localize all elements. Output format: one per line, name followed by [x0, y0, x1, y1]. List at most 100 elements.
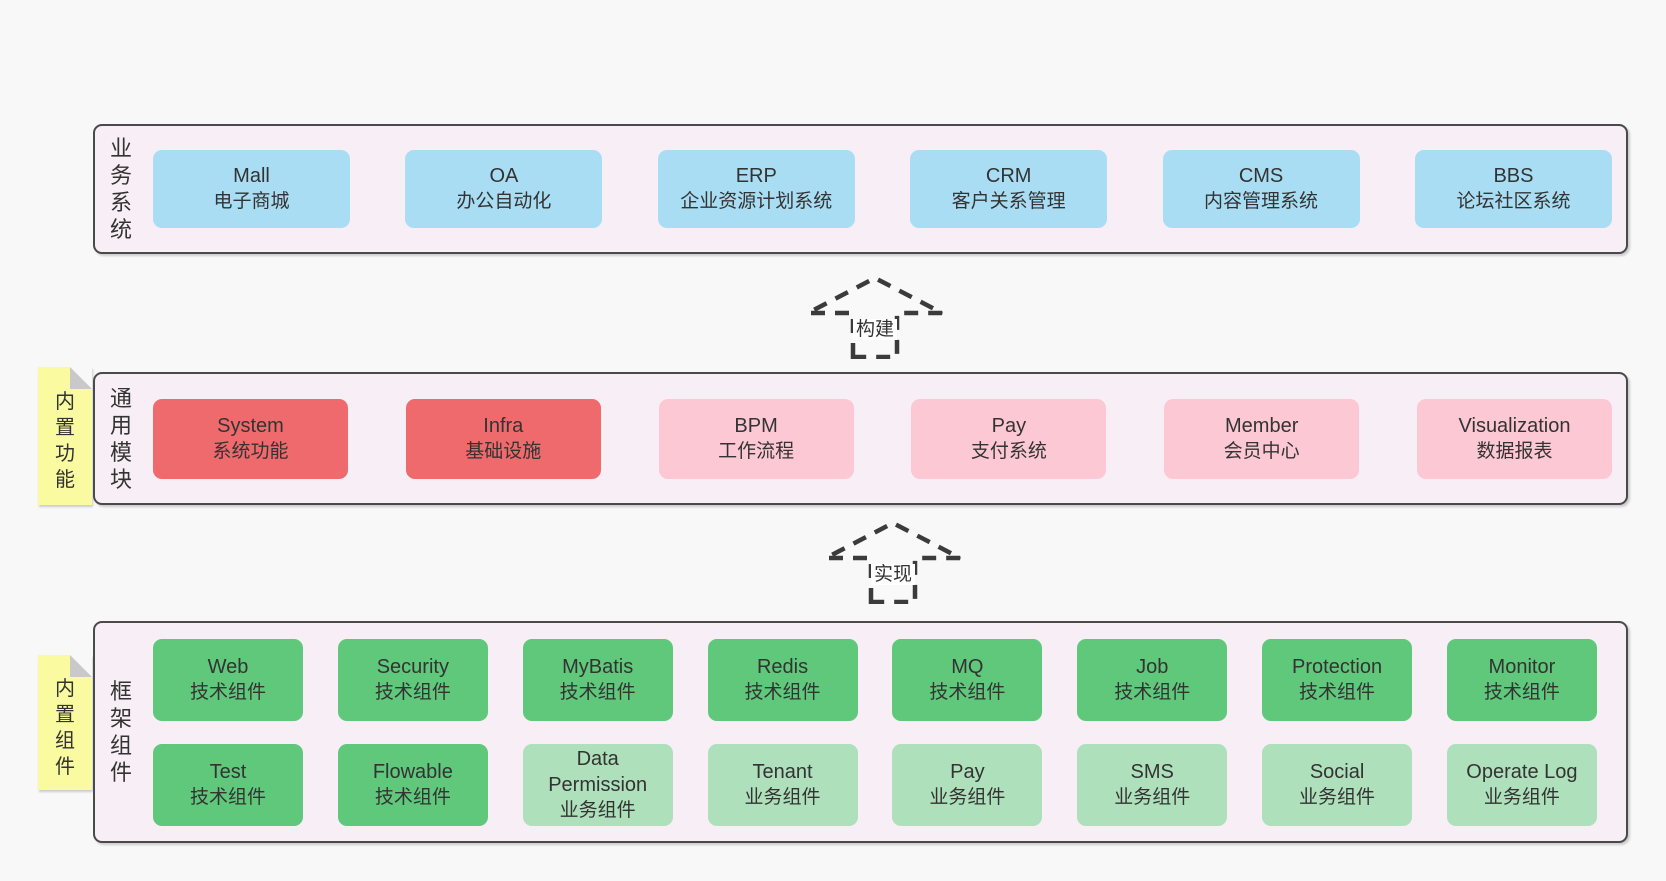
- node-subtitle: 业务组件: [1299, 786, 1376, 808]
- note-text: 内置组件: [55, 677, 75, 778]
- node-title: Operate Log: [1466, 760, 1578, 783]
- node-flowable: Flowable 技术组件: [337, 743, 488, 826]
- node-pay-module: Pay 支付系统: [911, 398, 1107, 479]
- node-security: Security 技术组件: [337, 638, 488, 721]
- node-title: Infra: [483, 414, 524, 437]
- node-monitor: Monitor 技术组件: [1446, 638, 1597, 721]
- node-subtitle: 工作流程: [718, 440, 795, 462]
- node-title: Mall: [233, 165, 270, 187]
- node-title: Tenant: [752, 760, 813, 783]
- node-subtitle: 技术组件: [1299, 681, 1376, 703]
- framework-row-2: Test 技术组件 Flowable 技术组件 Data Permission …: [153, 743, 1597, 826]
- framework-nodes: Web 技术组件 Security 技术组件 MyBatis 技术组件 Redi…: [153, 638, 1597, 826]
- node-subtitle: 技术组件: [559, 681, 636, 703]
- node-title: Redis: [756, 655, 809, 678]
- node-pay-component: Pay 业务组件: [892, 743, 1043, 826]
- panel-common-modules: 通用模块 System 系统功能 Infra 基础设施 BPM 工作流程 Pay…: [93, 372, 1628, 505]
- node-subtitle: 业务组件: [1483, 786, 1560, 808]
- node-bpm: BPM 工作流程: [658, 398, 854, 479]
- node-title: Pay: [991, 414, 1027, 437]
- node-title: Web: [207, 655, 249, 678]
- up-arrow-icon: [806, 275, 944, 359]
- node-subtitle: 企业资源计划系统: [680, 191, 833, 212]
- node-protection: Protection 技术组件: [1262, 638, 1413, 721]
- node-visualization: Visualization 数据报表: [1416, 398, 1612, 479]
- node-oa: OA 办公自动化: [405, 150, 603, 228]
- node-sms: SMS 业务组件: [1077, 743, 1228, 826]
- node-subtitle: 技术组件: [189, 786, 266, 808]
- node-subtitle: 业务组件: [1114, 786, 1191, 808]
- up-arrow-icon: [824, 520, 962, 604]
- panel-label-framework: 框架组件: [109, 679, 132, 785]
- node-title: SMS: [1130, 760, 1174, 783]
- node-title: MQ: [951, 655, 984, 678]
- folded-corner-icon: [70, 655, 92, 677]
- node-title: CMS: [1238, 165, 1284, 187]
- panel-business-systems: 业务系统 Mall 电子商城 OA 办公自动化 ERP 企业资源计划系统 CRM…: [93, 124, 1628, 254]
- arrow-build: 构建: [805, 275, 945, 359]
- node-subtitle: 系统功能: [212, 440, 289, 462]
- node-operate-log: Operate Log 业务组件: [1446, 743, 1597, 826]
- node-subtitle: 内容管理系统: [1204, 191, 1319, 212]
- node-erp: ERP 企业资源计划系统: [657, 150, 855, 228]
- node-title: System: [217, 414, 284, 437]
- module-nodes: System 系统功能 Infra 基础设施 BPM 工作流程 Pay 支付系统…: [153, 398, 1612, 479]
- node-infra: Infra 基础设施: [405, 398, 601, 479]
- node-subtitle: 客户关系管理: [951, 191, 1066, 212]
- node-title: Monitor: [1488, 655, 1556, 678]
- node-title: OA: [489, 165, 519, 187]
- node-subtitle: 业务组件: [744, 786, 821, 808]
- node-subtitle: 数据报表: [1476, 440, 1553, 462]
- node-title: MyBatis: [562, 655, 634, 678]
- sticky-note-built-in-components: 内置组件: [38, 655, 92, 790]
- node-cms: CMS 内容管理系统: [1162, 150, 1360, 228]
- node-mq: MQ 技术组件: [892, 638, 1043, 721]
- node-member: Member 会员中心: [1164, 398, 1360, 479]
- node-title: Job: [1136, 655, 1169, 678]
- node-title: Member: [1225, 414, 1299, 437]
- node-subtitle: 电子商城: [213, 191, 290, 212]
- node-title: Test: [209, 760, 247, 783]
- node-crm: CRM 客户关系管理: [910, 150, 1108, 228]
- node-data-permission: Data Permission 业务组件: [522, 743, 673, 826]
- node-title: ERP: [735, 165, 777, 187]
- node-title: Flowable: [372, 760, 453, 783]
- arrow-implement: 实现: [823, 520, 963, 604]
- framework-row-1: Web 技术组件 Security 技术组件 MyBatis 技术组件 Redi…: [153, 638, 1597, 721]
- node-mybatis: MyBatis 技术组件: [522, 638, 673, 721]
- panel-label-modules: 通用模块: [109, 385, 132, 492]
- node-title: Visualization: [1458, 414, 1571, 437]
- node-title: Security: [376, 655, 449, 678]
- node-subtitle: 业务组件: [559, 799, 636, 821]
- sticky-note-built-in-features: 内置功能: [38, 367, 92, 505]
- node-title: BPM: [734, 414, 778, 437]
- node-mall: Mall 电子商城: [153, 150, 350, 228]
- node-job: Job 技术组件: [1077, 638, 1228, 721]
- node-subtitle: 技术组件: [374, 681, 451, 703]
- node-subtitle: 业务组件: [929, 786, 1006, 808]
- node-subtitle: 技术组件: [1483, 681, 1560, 703]
- node-redis: Redis 技术组件: [707, 638, 858, 721]
- node-title: Data Permission: [548, 747, 648, 796]
- node-title: BBS: [1493, 165, 1534, 187]
- business-nodes: Mall 电子商城 OA 办公自动化 ERP 企业资源计划系统 CRM 客户关系…: [153, 150, 1612, 228]
- arrow-build-label: 构建: [805, 314, 945, 341]
- node-subtitle: 技术组件: [1114, 681, 1191, 703]
- node-subtitle: 技术组件: [744, 681, 821, 703]
- node-title: CRM: [985, 165, 1032, 187]
- node-web: Web 技术组件: [153, 638, 303, 721]
- node-subtitle: 技术组件: [929, 681, 1006, 703]
- node-subtitle: 办公自动化: [456, 191, 552, 212]
- node-bbs: BBS 论坛社区系统: [1414, 150, 1612, 228]
- arrow-implement-label: 实现: [823, 559, 963, 586]
- folded-corner-icon: [70, 367, 92, 389]
- node-subtitle: 技术组件: [374, 786, 451, 808]
- node-subtitle: 基础设施: [465, 440, 542, 462]
- node-subtitle: 论坛社区系统: [1456, 191, 1571, 212]
- node-tenant: Tenant 业务组件: [707, 743, 858, 826]
- node-system: System 系统功能: [153, 398, 348, 479]
- node-title: Pay: [950, 760, 985, 783]
- node-title: Protection: [1292, 655, 1383, 678]
- node-subtitle: 支付系统: [970, 440, 1047, 462]
- panel-label-business: 业务系统: [109, 136, 132, 242]
